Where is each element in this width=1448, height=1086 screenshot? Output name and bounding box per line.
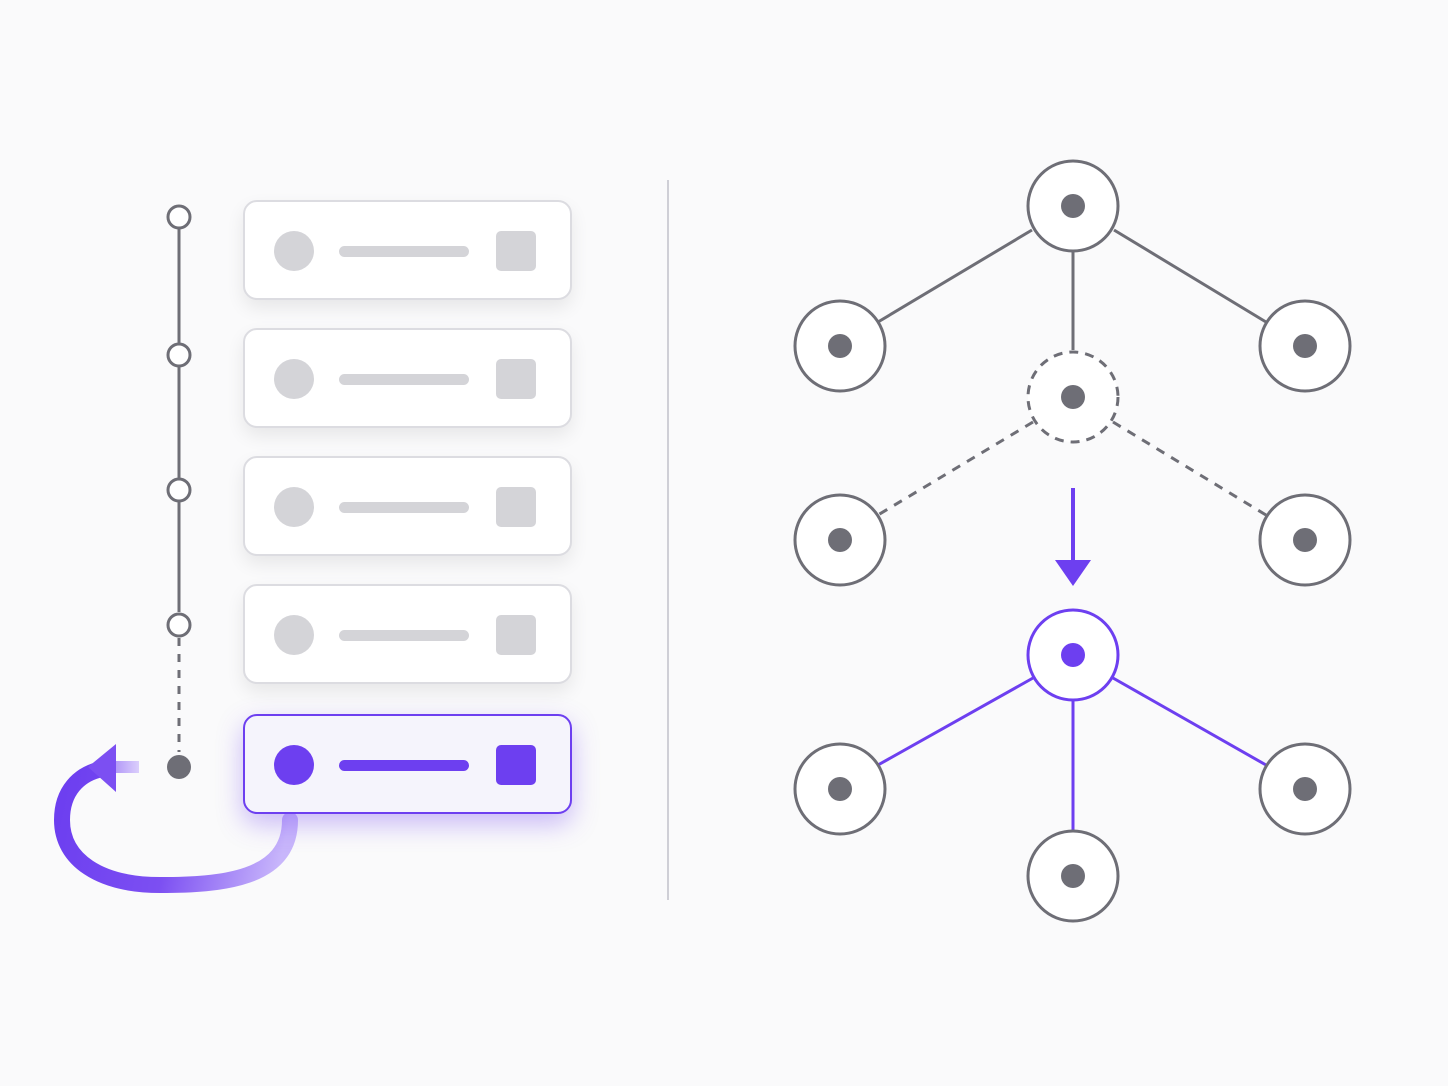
timeline-step-3 — [166, 477, 192, 503]
tree-node-root — [1026, 159, 1120, 253]
avatar-placeholder — [274, 487, 314, 527]
top-tree-edges — [877, 228, 1267, 350]
result-tree-edges — [877, 676, 1267, 830]
avatar-placeholder — [274, 615, 314, 655]
thumbnail-placeholder — [496, 615, 536, 655]
list-item-active[interactable] — [243, 714, 572, 814]
tree-node-dashed-child-left — [793, 493, 887, 587]
thumbnail-placeholder — [496, 745, 536, 785]
timeline-step-4 — [166, 612, 192, 638]
avatar-placeholder — [274, 745, 314, 785]
timeline-step-2 — [166, 342, 192, 368]
text-placeholder — [339, 760, 469, 771]
tree-node-dashed — [1026, 350, 1120, 444]
result-tree-node-right — [1258, 742, 1352, 836]
result-tree-node-bottom — [1026, 829, 1120, 923]
text-placeholder — [339, 246, 469, 257]
list-item[interactable] — [243, 456, 572, 556]
list-item[interactable] — [243, 328, 572, 428]
avatar-placeholder — [274, 359, 314, 399]
tree-node-right — [1258, 299, 1352, 393]
avatar-placeholder — [274, 231, 314, 271]
timeline — [166, 204, 192, 779]
text-placeholder — [339, 502, 469, 513]
tree-node-left — [793, 299, 887, 393]
thumbnail-placeholder — [496, 487, 536, 527]
result-tree-node-left — [793, 742, 887, 836]
list-item[interactable] — [243, 200, 572, 300]
tree-node-dashed-child-right — [1258, 493, 1352, 587]
text-placeholder — [339, 374, 469, 385]
list-item[interactable] — [243, 584, 572, 684]
text-placeholder — [339, 630, 469, 641]
loop-back-arrow-icon — [53, 744, 298, 894]
timeline-step-current — [167, 755, 191, 779]
timeline-step-1 — [166, 204, 192, 230]
result-tree-root — [1026, 608, 1120, 702]
down-arrow-icon — [1055, 488, 1091, 586]
thumbnail-placeholder — [496, 359, 536, 399]
removed-subtree-edges — [877, 420, 1267, 517]
thumbnail-placeholder — [496, 231, 536, 271]
